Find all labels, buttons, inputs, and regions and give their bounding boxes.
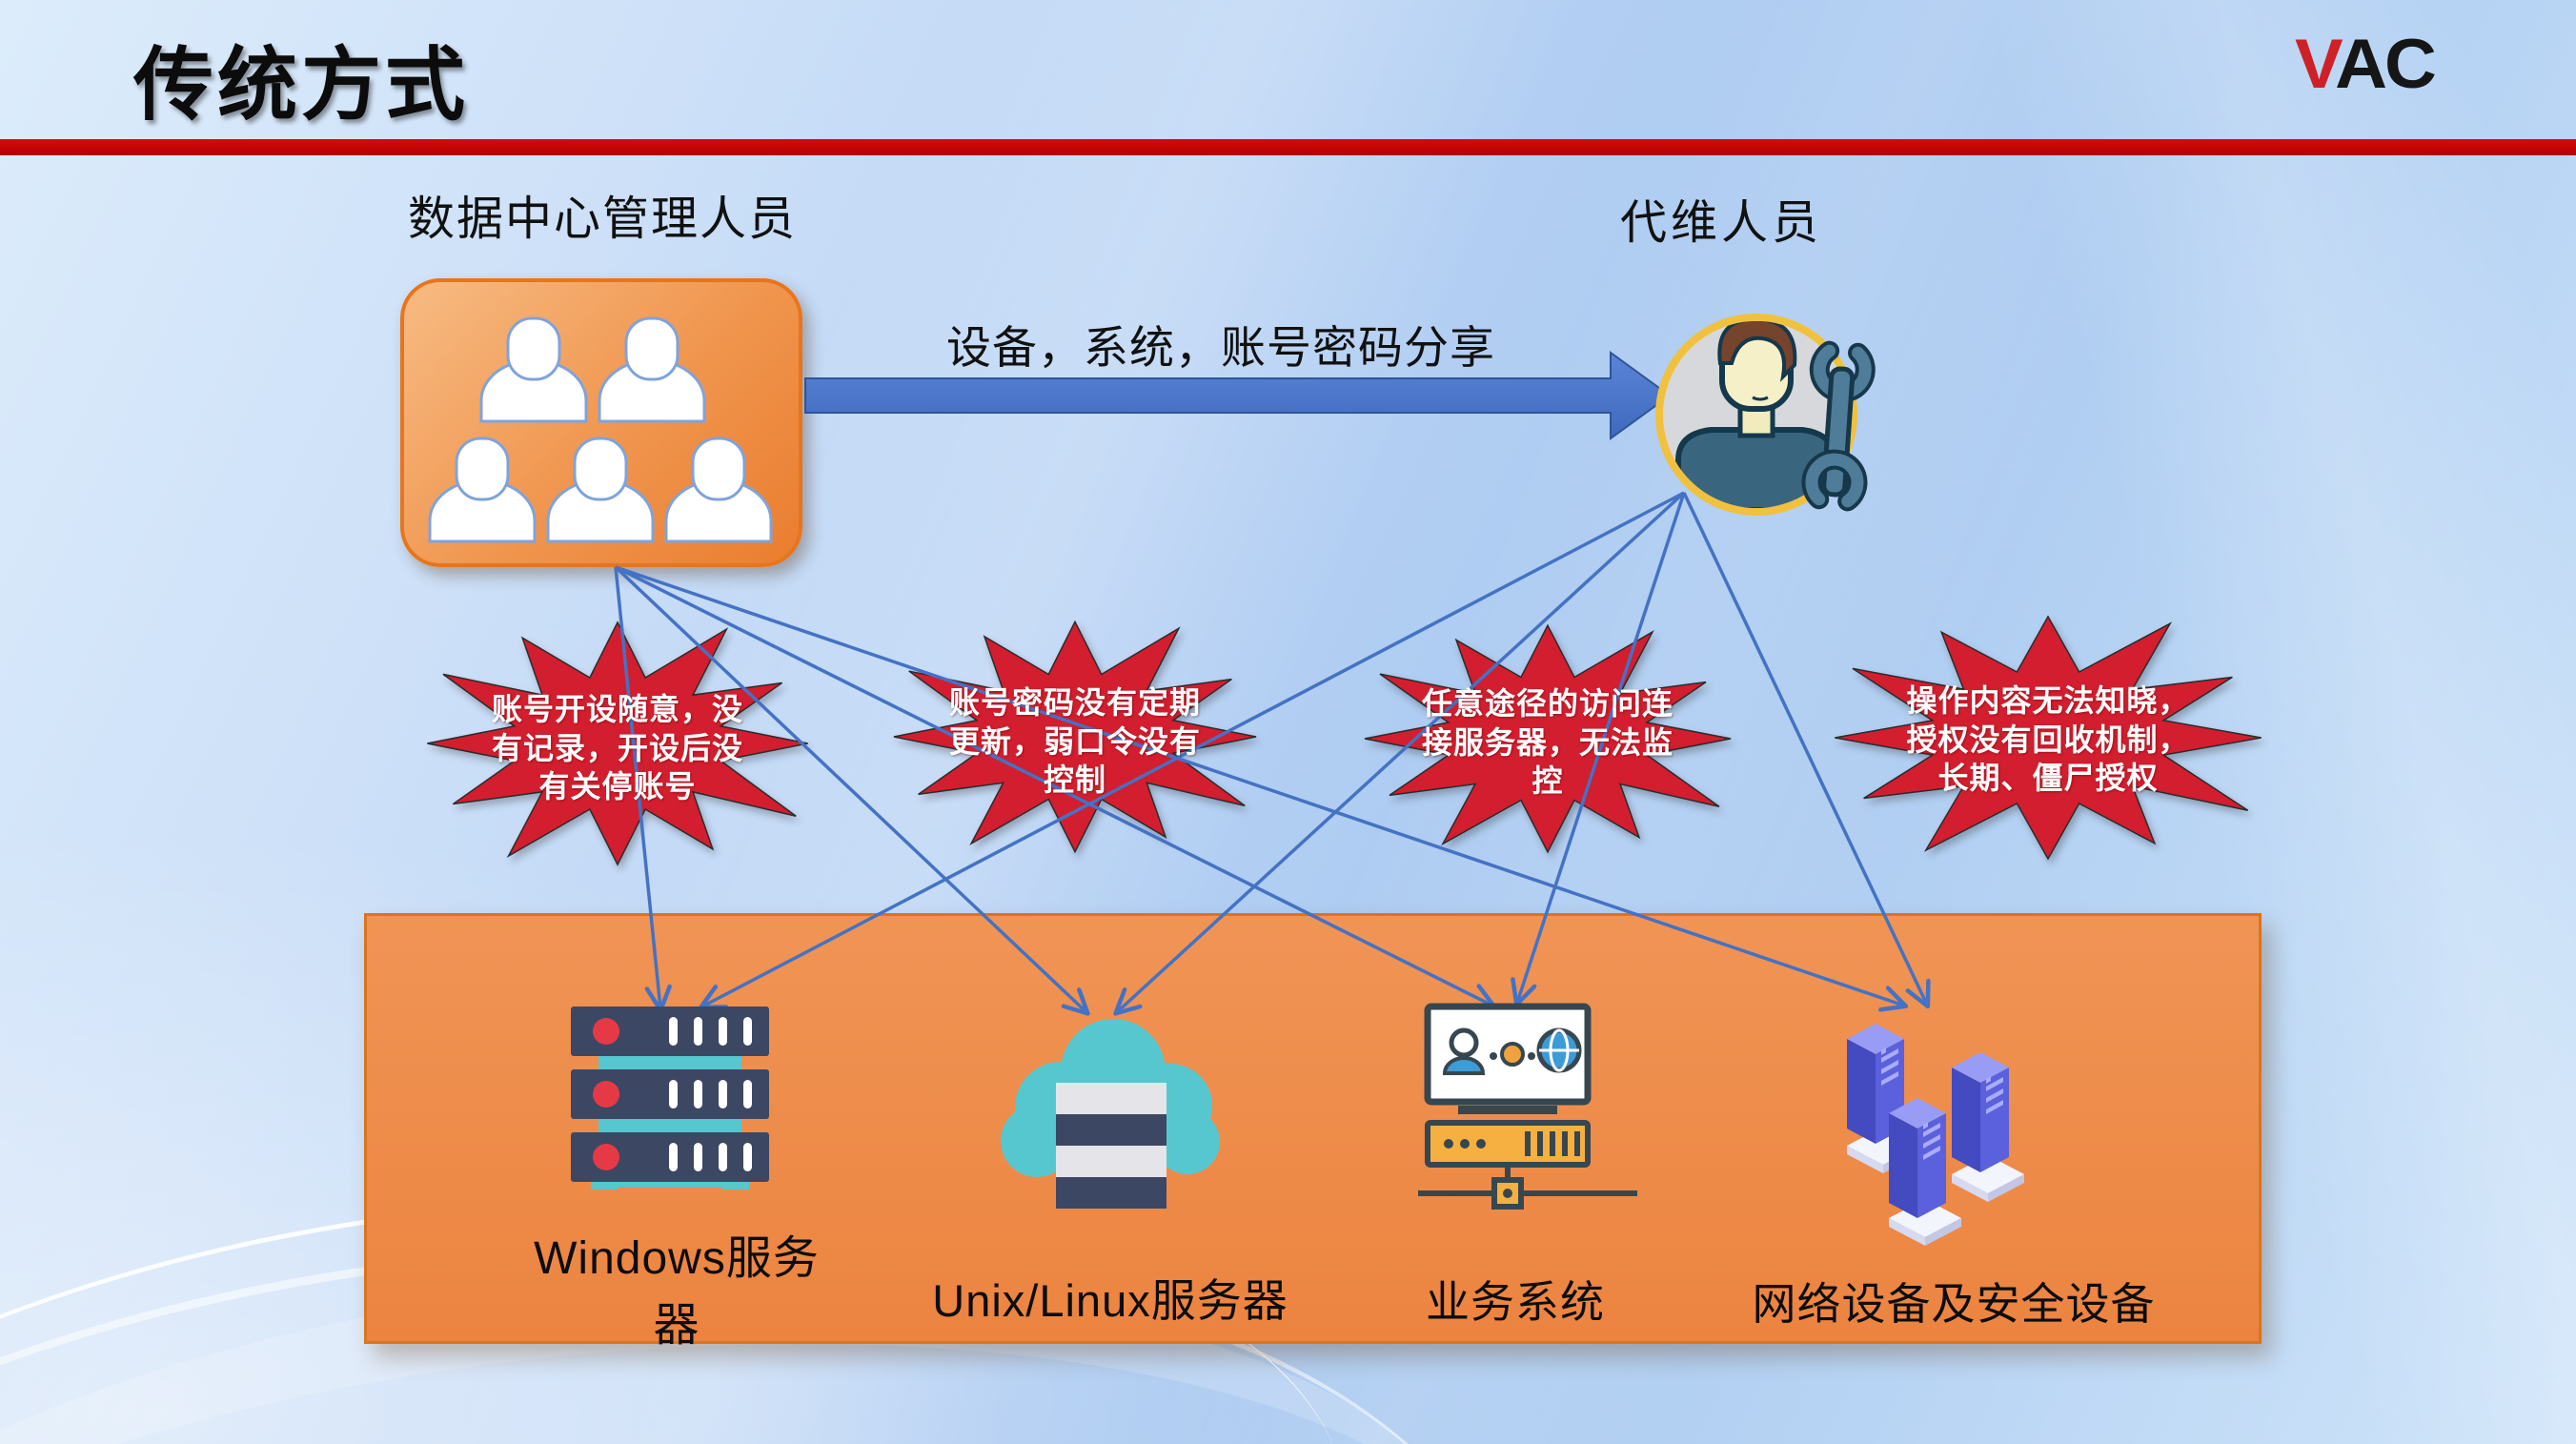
wrench-icon <box>1801 340 1876 512</box>
unix-linux-server-icon <box>1001 1019 1220 1209</box>
line-admin-to-unix <box>614 565 1086 1012</box>
starburst-shape <box>886 612 1264 862</box>
problem-starburst-1 <box>419 612 816 875</box>
line-admin-to-business <box>615 565 1492 1006</box>
starburst-shape <box>419 612 816 875</box>
logo-letter-v: V <box>2295 25 2338 104</box>
line-admin-to-windows <box>614 566 660 1008</box>
problem-text-3: 任意途径的访问连 接服务器，无法监 控 <box>1421 685 1673 799</box>
business-system-icon <box>1418 1003 1637 1210</box>
network-device-icon <box>1847 1024 2024 1246</box>
problem-text-1: 账号开设随意，没 有记录，开设后没 有关停账号 <box>491 691 743 804</box>
title-divider-rule <box>0 139 2576 155</box>
problem-text-2: 账号密码没有定期 更新，弱口令没有 控制 <box>948 684 1201 798</box>
problem-starburst-2 <box>886 612 1264 862</box>
windows-server-icon <box>571 1007 769 1190</box>
vac-logo: VAC <box>2295 25 2437 105</box>
problem-starburst-3 <box>1357 616 1738 862</box>
target-label-network: 网络设备及安全设备 <box>1752 1279 2156 1329</box>
problem-text-4: 操作内容无法知晓， 授权没有回收机制， 长期、僵尸授权 <box>1906 682 2190 796</box>
share-arrow <box>804 351 1672 440</box>
admin-group-label: 数据中心管理人员 <box>408 193 798 245</box>
target-label-windows: Windows服务器 <box>534 1233 820 1351</box>
logo-letters-ac: AC <box>2335 25 2437 104</box>
share-arrow-label: 设备，系统，账号密码分享 <box>946 322 1495 373</box>
starburst-shape <box>1357 616 1738 862</box>
problem-starburst-4 <box>1826 606 2270 869</box>
line-maintainer-to-network <box>1682 492 1927 1005</box>
admin-group-box <box>400 278 802 567</box>
line-maintainer-to-windows <box>702 491 1685 1007</box>
line-maintainer-to-business <box>1517 492 1686 1003</box>
target-label-business: 业务系统 <box>1426 1277 1605 1327</box>
page-title: 传统方式 <box>133 40 470 130</box>
maintainer-avatar-icon <box>1655 314 1876 516</box>
maintainer-label: 代维人员 <box>1620 197 1823 249</box>
line-admin-to-network <box>615 565 1904 1006</box>
line-maintainer-to-unix <box>1117 491 1686 1012</box>
target-label-unix: Unix/Linux服务器 <box>932 1275 1288 1326</box>
starburst-shape <box>1826 606 2270 869</box>
